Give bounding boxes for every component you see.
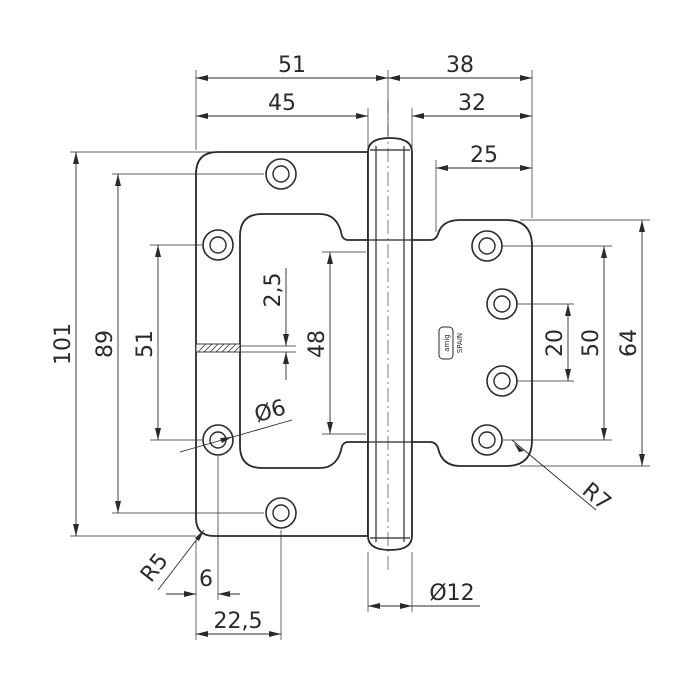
dim-cutout-height: 48 bbox=[305, 330, 330, 358]
logo-brand-text: amig bbox=[443, 334, 451, 352]
dimension-lines bbox=[73, 75, 645, 637]
dim-corner-radius-right: R7 bbox=[577, 478, 616, 516]
brand-logo: amig SPAIN bbox=[438, 326, 464, 360]
dim-knuckle-diameter: Ø12 bbox=[429, 581, 474, 606]
screw-hole bbox=[265, 158, 297, 190]
right-leaf-outline bbox=[409, 219, 533, 467]
dim-right-leaf-width: 32 bbox=[458, 91, 486, 116]
dim-left-leaf-width: 45 bbox=[268, 91, 296, 116]
dim-right-hole-spacing-mid: 50 bbox=[579, 329, 604, 357]
dim-edge-to-hole-center: 22,5 bbox=[214, 609, 263, 634]
screw-hole bbox=[265, 497, 297, 529]
slot-hatch bbox=[195, 343, 241, 353]
dim-left-hole-spacing-outer: 89 bbox=[93, 330, 118, 358]
logo-country-text: SPAIN bbox=[456, 333, 464, 353]
dim-edge-to-hole: 6 bbox=[199, 567, 213, 592]
screw-hole bbox=[471, 230, 503, 262]
dim-right-leaf-offset: 25 bbox=[470, 143, 498, 168]
knuckle-outline bbox=[367, 137, 413, 551]
screw-hole bbox=[202, 424, 234, 456]
dim-slot-depth: 2,5 bbox=[261, 273, 286, 308]
screw-hole bbox=[486, 288, 518, 320]
dim-hole-diameter: Ø6 bbox=[252, 395, 289, 428]
screw-hole bbox=[486, 365, 518, 397]
dim-right-hole-spacing-small: 20 bbox=[543, 329, 568, 357]
dim-corner-radius-left: R5 bbox=[136, 549, 174, 587]
screw-hole bbox=[471, 424, 503, 456]
left-leaf-outline bbox=[195, 151, 369, 537]
dim-right-leaf-height: 64 bbox=[617, 329, 642, 357]
dim-overall-right-width: 38 bbox=[446, 53, 474, 78]
dim-total-height: 101 bbox=[51, 323, 76, 365]
dim-overall-left-width: 51 bbox=[278, 53, 306, 78]
screw-hole bbox=[202, 229, 234, 261]
dim-left-hole-spacing-inner: 51 bbox=[133, 330, 158, 358]
